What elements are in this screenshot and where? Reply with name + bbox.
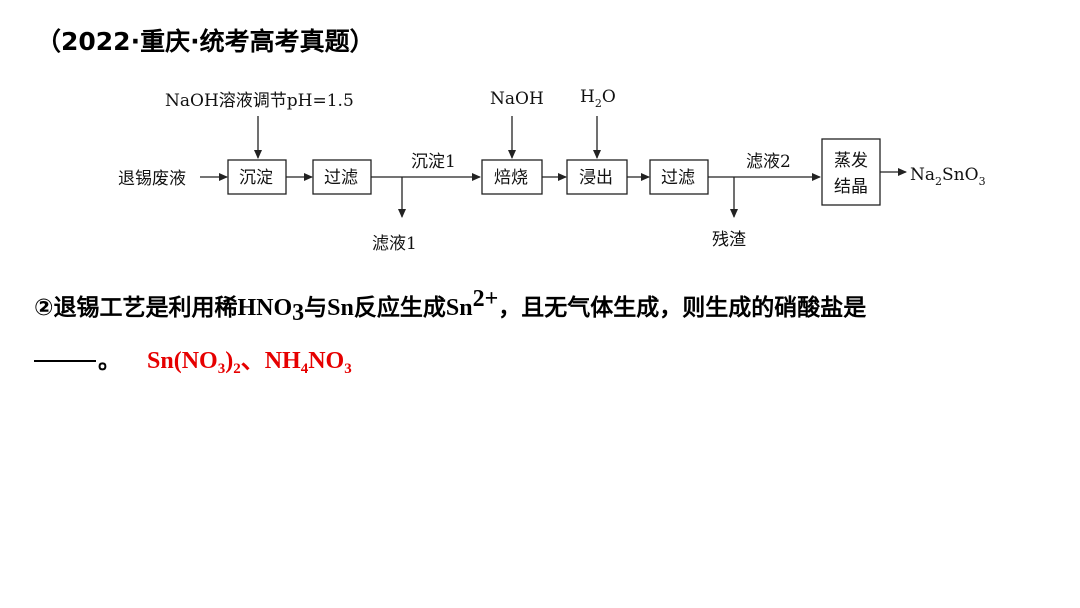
question-source: （2022·重庆·统考高考真题） (36, 27, 375, 56)
stream-precipitate1: 沉淀1 (411, 152, 456, 172)
step-leach-box (566, 159, 628, 195)
step-filter1: 过滤 (324, 168, 358, 188)
stream-filtrate2: 滤液2 (746, 152, 791, 172)
input-naoh: NaOH (490, 89, 544, 109)
step-leach: 浸出 (579, 168, 613, 188)
step-evaporate-line2: 结晶 (834, 177, 868, 197)
product-na2sno3: Na2SnO3 (910, 165, 986, 188)
step-evaporate-line1: 蒸发 (834, 151, 868, 171)
answer-blank (34, 360, 96, 362)
step-roast: 焙烧 (494, 168, 528, 188)
answer-text: Sn(NO3)2、NH4NO3 (147, 348, 352, 377)
step-evaporate-box (821, 138, 881, 206)
step-precipitate: 沉淀 (239, 168, 273, 188)
answer-line: 。Sn(NO3)2、NH4NO3 (34, 340, 352, 378)
output-filtrate1: 滤液1 (372, 234, 417, 254)
input-h2o: H2O (580, 87, 616, 110)
process-flow-diagram: 退锡废液 NaOH溶液调节pH=1.5 沉淀 过滤 滤液1 沉淀1 NaOH 焙… (118, 87, 986, 254)
start-label: 退锡废液 (118, 169, 186, 189)
input-naoh-ph: NaOH溶液调节pH=1.5 (165, 91, 354, 111)
step-filter2-box (649, 159, 709, 195)
step-filter2: 过滤 (661, 168, 695, 188)
step-roast-box (481, 159, 543, 195)
output-residue: 残渣 (712, 230, 746, 250)
question-text: ②退锡工艺是利用稀HNO3与Sn反应生成Sn2+，且无气体生成，则生成的硝酸盐是 (34, 286, 867, 326)
